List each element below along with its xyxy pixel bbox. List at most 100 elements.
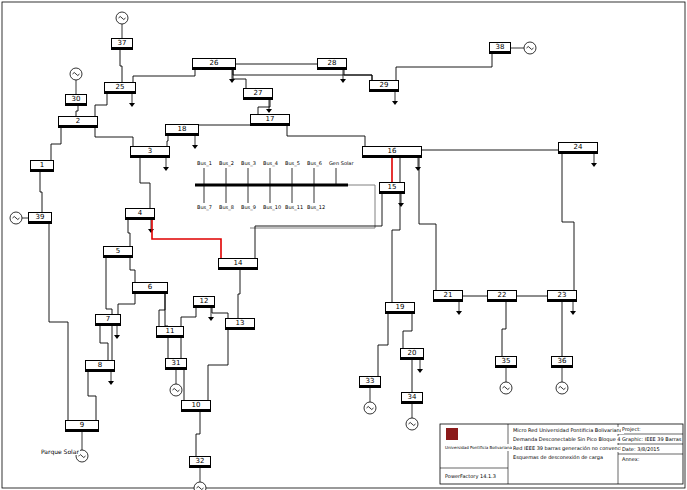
- generator-symbol: [406, 404, 418, 430]
- title-block-rule: [440, 468, 508, 469]
- transmission-line: [378, 314, 388, 376]
- bus-number: 30: [72, 95, 81, 103]
- load-symbol: [129, 94, 135, 107]
- load-symbol: [208, 308, 214, 321]
- bus-number: 3: [148, 147, 152, 155]
- load-symbol: [148, 220, 154, 233]
- generator-symbol: [194, 468, 206, 490]
- bus-number: 1: [40, 161, 44, 169]
- bus-box: 15: [379, 182, 405, 194]
- bus-number: 24: [574, 143, 583, 151]
- logo-mark: [446, 428, 458, 440]
- microgrid-bus-label: Bus_12: [306, 204, 326, 211]
- bus-box: 11: [156, 326, 184, 338]
- feeder-stub: [292, 168, 293, 185]
- feeder-stub: [336, 168, 337, 185]
- microgrid-bus-label: Bus_3: [240, 160, 257, 167]
- load-symbol: [340, 70, 346, 83]
- bus-number: 5: [116, 247, 120, 255]
- bus-number: 35: [502, 357, 511, 365]
- generator-symbol: [500, 368, 512, 394]
- title-block-text: Esquemas de desconexión de carga: [512, 454, 604, 461]
- bus-number: 21: [444, 291, 453, 299]
- title-block-rule: [618, 454, 683, 455]
- transmission-line: [212, 308, 228, 318]
- bus-box: 10: [181, 400, 211, 412]
- feeder-stub: [204, 185, 205, 203]
- transmission-line: [562, 302, 563, 356]
- load-symbol: [456, 302, 462, 315]
- transmission-line: [344, 70, 372, 80]
- transmission-line: [133, 70, 195, 82]
- bus-box: 23: [547, 290, 577, 302]
- bus-box: 22: [487, 290, 517, 302]
- microgrid-bus-label: Bus_5: [284, 160, 301, 167]
- bus-box: 14: [218, 258, 258, 270]
- bus-box: 3: [130, 146, 170, 158]
- load-symbol: [114, 326, 120, 339]
- load-symbol: [570, 302, 576, 315]
- bus-box: 12: [193, 296, 215, 308]
- load-symbol: [108, 372, 114, 385]
- title-block-rule: [508, 424, 509, 484]
- generator-symbol: [70, 68, 82, 94]
- transmission-line: [181, 308, 196, 326]
- title-block-text: Project:: [621, 426, 642, 433]
- transmission-line: [517, 296, 547, 297]
- bus-number: 14: [234, 259, 243, 267]
- bus-number: 18: [178, 125, 187, 133]
- microgrid-bus-label: Bus_4: [262, 160, 279, 167]
- bus-number: 6: [148, 283, 152, 291]
- bus-number: 37: [118, 39, 127, 47]
- title-block-text: Demanda Desconectable Sin Pico Bloque 4 …: [512, 436, 633, 443]
- transmission-line: [76, 106, 78, 116]
- transmission-line: [100, 326, 108, 360]
- bus-number: 36: [558, 357, 567, 365]
- microgrid-bus-label: Bus_7: [196, 204, 213, 211]
- feeder-stub: [226, 185, 227, 203]
- transmission-line: [159, 294, 165, 326]
- feeder-stub: [248, 185, 249, 203]
- bus-number: 8: [98, 361, 102, 369]
- bus-number: 28: [328, 59, 337, 67]
- transmission-line: [88, 372, 96, 420]
- generator-symbol: [10, 212, 28, 224]
- load-symbol: [192, 136, 198, 149]
- microgrid-bus-label: Bus_1: [196, 160, 213, 167]
- generator-symbol: [76, 432, 88, 462]
- bus-number: 29: [380, 81, 389, 89]
- bus-box: 36: [551, 356, 573, 368]
- feeder-stub: [270, 185, 271, 203]
- bus-box: 20: [400, 348, 424, 360]
- bus-box: 2: [58, 116, 98, 128]
- bus-box: 19: [385, 302, 415, 314]
- microgrid-bus-label: Bus_8: [218, 204, 235, 211]
- transmission-line: [118, 294, 135, 314]
- transmission-line: [128, 220, 130, 246]
- bus-box: 37: [111, 38, 133, 50]
- bus-box: 6: [132, 282, 168, 294]
- bus-box: 33: [359, 376, 381, 388]
- title-block-text: Universidad Pontificia Bolivariana: [444, 444, 513, 451]
- bus-box: 25: [104, 82, 136, 94]
- transmission-line: [392, 158, 400, 302]
- title-block: [440, 424, 683, 484]
- bus-number: 9: [80, 421, 84, 429]
- transmission-line: [95, 128, 133, 146]
- bus-box: 17: [250, 114, 290, 126]
- bus-box: 26: [192, 58, 236, 70]
- bus-box: 8: [85, 360, 115, 372]
- feeder-stub: [270, 168, 271, 185]
- load-symbol: [266, 100, 272, 113]
- load-symbol: [415, 158, 421, 171]
- microgrid-bus-label: Bus_9: [240, 204, 257, 211]
- generator-symbol: [116, 12, 128, 38]
- transmission-line: [196, 124, 253, 126]
- generator-symbol: [364, 388, 376, 414]
- bus-number: 19: [396, 303, 405, 311]
- bus-box: 18: [165, 124, 199, 136]
- bus-box: 13: [225, 318, 255, 330]
- title-block-text: PowerFactory 14.1.3: [444, 473, 497, 480]
- generator-symbol: [170, 370, 182, 396]
